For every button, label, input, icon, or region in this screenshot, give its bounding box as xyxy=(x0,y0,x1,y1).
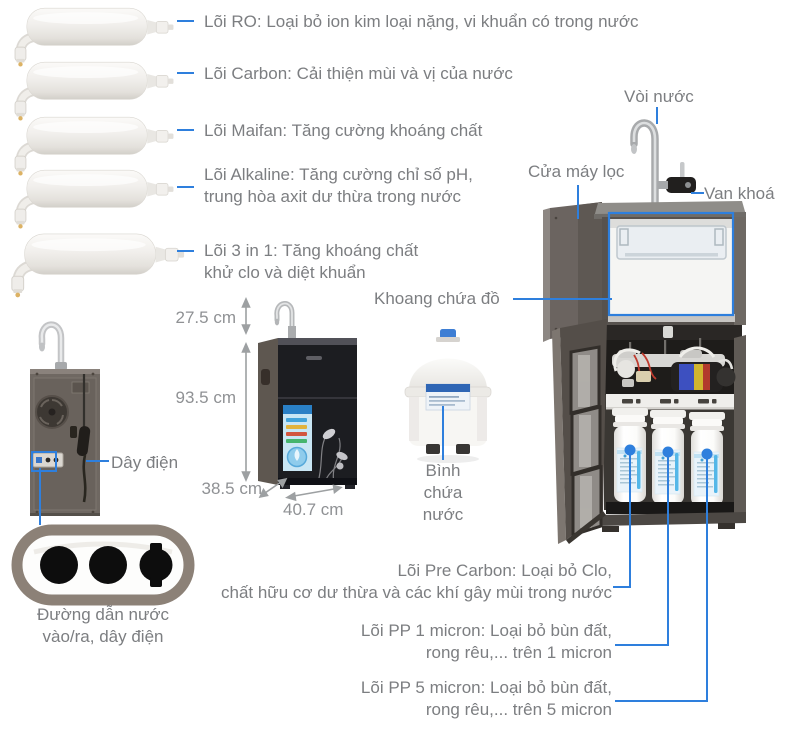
cartridge-label-maifan: Lõi Maifan: Tăng cường khoáng chất xyxy=(204,121,483,140)
storage-compartment-label: Khoang chứa đồ xyxy=(374,289,500,308)
dimension-depth: 38.5 cm xyxy=(201,479,262,498)
leader-dash xyxy=(177,72,194,74)
cartridge-label-3in1: Lõi 3 in 1: Tăng khoáng chất khử clo và … xyxy=(204,241,419,282)
ports-leader-line xyxy=(39,468,41,525)
dimension-width: 40.7 cm xyxy=(283,500,344,519)
leader-dash xyxy=(177,129,194,131)
pp5-label: Lõi PP 5 micron: Loại bỏ bùn đất, rong r… xyxy=(360,678,612,719)
cartridge-3in1-illustration xyxy=(2,225,189,299)
pp1-label: Lõi PP 1 micron: Loại bỏ bùn đất, rong r… xyxy=(360,621,612,662)
cartridge-label-carbon: Lõi Carbon: Cải thiện mùi và vị của nước xyxy=(204,64,513,83)
pp5-leader-horizontal xyxy=(615,700,708,702)
ports-highlight-box xyxy=(31,451,57,472)
lock-valve-leader-line xyxy=(691,192,704,194)
faucet-label: Vòi nước xyxy=(624,87,694,106)
water-tank-illustration xyxy=(404,329,492,463)
cartridge-label-ro: Lõi RO: Loại bỏ ion kim loại nặng, vi kh… xyxy=(204,12,639,31)
power-cord-leader-line xyxy=(86,460,109,462)
faucet-leader-line xyxy=(656,107,658,124)
filter-door-label: Cửa máy lọc xyxy=(528,162,625,181)
pre-carbon-leader-vertical xyxy=(629,450,631,588)
leader-dash xyxy=(177,20,194,22)
power-cord-label: Dây điện xyxy=(111,453,179,472)
water-tank-label: Bình chứa nước xyxy=(422,461,464,524)
opened-machine-illustration xyxy=(543,119,746,544)
pre-carbon-leader-horizontal xyxy=(613,586,631,588)
lock-valve-label: Van khoá xyxy=(704,184,775,203)
water-tank-leader-line xyxy=(442,406,444,460)
cartridge-alkaline-illustration xyxy=(6,162,178,230)
leader-dash xyxy=(177,186,194,188)
water-lines-label: Đường dẫn nước vào/ra, dây điện xyxy=(36,605,169,646)
rear-view-machine-illustration xyxy=(30,321,100,516)
cartridge-label-alkaline: Lõi Alkaline: Tăng cường chỉ số pH, trun… xyxy=(204,165,473,206)
pp5-leader-vertical xyxy=(706,454,708,702)
pp1-leader-horizontal xyxy=(615,644,669,646)
pre-carbon-label: Lõi Pre Carbon: Loại bỏ Clo, chất hữu cơ… xyxy=(221,561,612,602)
dimension-body-height: 93.5 cm xyxy=(175,388,236,407)
pp1-leader-vertical xyxy=(667,452,669,646)
storage-leader-line xyxy=(513,298,612,300)
filter-door-leader-line xyxy=(577,185,579,219)
front-view-machine-illustration xyxy=(258,301,357,489)
dimension-faucet-height: 27.5 cm xyxy=(175,308,236,327)
dimension-arrows xyxy=(241,297,343,502)
water-line-ports-illustration xyxy=(11,524,195,606)
leader-dash xyxy=(177,250,194,252)
